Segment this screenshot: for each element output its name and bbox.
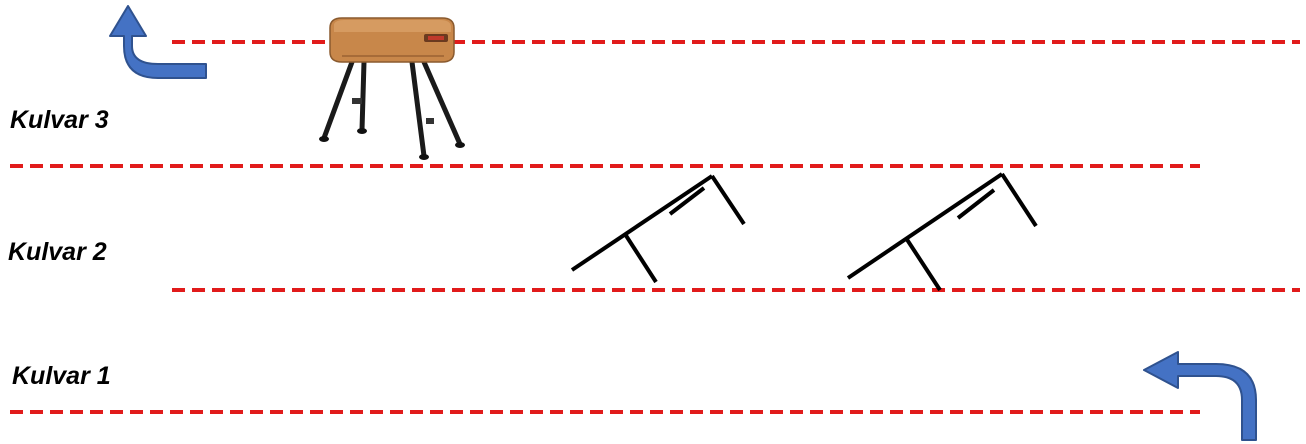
hurdle-icon <box>848 174 1036 290</box>
lane-label-3: Kulvar 3 <box>10 108 109 133</box>
lane-label-1: Kulvar 1 <box>12 364 111 389</box>
u-turn-arrow-up-icon <box>110 6 206 78</box>
pommel-horse-icon <box>319 18 465 160</box>
lane-label-2: Kulvar 2 <box>8 240 107 265</box>
u-turn-arrow-left-icon <box>1144 352 1256 440</box>
hurdle-icon <box>572 176 744 282</box>
